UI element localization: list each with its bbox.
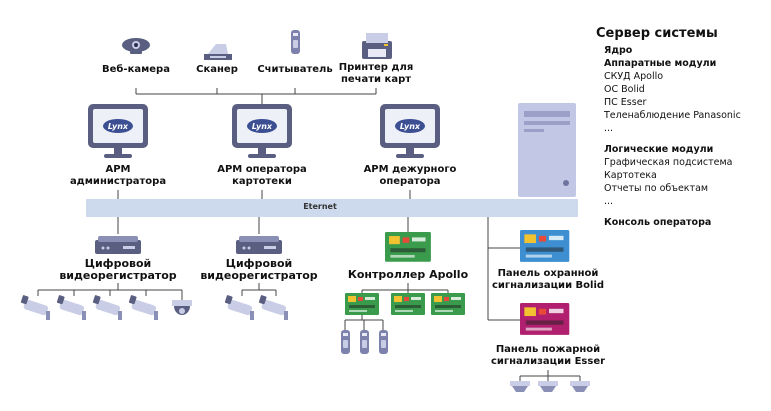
apollo-module-board-icon [345, 293, 379, 315]
fire-sensor-icon [538, 381, 558, 392]
printer-label-line1: Принтер для [338, 62, 414, 73]
dvr2-line2: видеорегистратор [200, 269, 318, 282]
printer-label: Принтер для печати карт [339, 62, 413, 86]
hw-module-item: ... [604, 123, 614, 134]
arm-card-label: АРМ оператора картотеки [217, 164, 307, 188]
logic-module-item: Отчеты по объектам [604, 183, 709, 194]
operator-console: Консоль оператора [604, 217, 712, 228]
monitor-admin-icon [88, 104, 148, 158]
apollo-reader-icon [341, 330, 350, 354]
logic-module-item: Графическая подсистема [604, 157, 733, 168]
dvr1-icon [95, 236, 141, 254]
arm-duty-line1: АРМ дежурного [363, 164, 457, 175]
ethernet-bus-label: Eternet [303, 202, 337, 211]
arm-card-line1: АРМ оператора [217, 164, 307, 175]
apollo-reader-icon [360, 330, 369, 354]
logic-modules-header: Логические модули [604, 144, 714, 155]
apollo-module-board-icon [431, 293, 465, 315]
dvr1-line1: Цифровой [84, 257, 152, 270]
bolid-line2: сигнализации Bolid [491, 280, 605, 291]
esser-line2: сигнализации Esser [490, 356, 606, 367]
dvr2-icon [236, 236, 282, 254]
server-title: Сервер системы [596, 26, 718, 41]
esser-label: Панель пожарной сигнализации Esser [491, 344, 605, 368]
arm-admin-label: АРМ администратора [70, 164, 166, 188]
server-core: Ядро [604, 45, 633, 56]
fire-sensor-icon [510, 381, 530, 392]
fire-sensor-icon [570, 381, 590, 392]
server-panel: Сервер системы Ядро Аппаратные модули СК… [596, 26, 768, 229]
logic-module-item: Картотека [604, 170, 657, 181]
apollo-controller-board-icon [385, 232, 431, 262]
esser-panel-board-icon [520, 303, 570, 335]
reader-label: Считыватель [257, 64, 333, 75]
server-tower-icon [518, 103, 576, 197]
bolid-panel-board-icon [520, 230, 570, 262]
arm-duty-label: АРМ дежурного оператора [364, 164, 457, 188]
apollo-reader-icon [379, 330, 388, 354]
hw-module-item: ОС Bolid [604, 84, 645, 95]
dvr2-line1: Цифровой [225, 257, 293, 270]
apollo-module-board-icon [391, 293, 425, 315]
bullet-camera-icon [92, 294, 122, 320]
webcam-label: Веб-камера [102, 64, 170, 75]
arm-card-line2: картотеки [232, 176, 292, 187]
ethernet-bus [86, 199, 578, 217]
card-reader-icon [291, 30, 300, 54]
hw-modules-header: Аппаратные модули [604, 58, 717, 69]
dvr2-label: Цифровой видеорегистратор [200, 258, 317, 282]
logic-module-item: ... [604, 196, 614, 207]
hw-module-item: Теленаблюдение Panasonic [604, 110, 741, 121]
bolid-label: Панель охранной сигнализации Bolid [492, 268, 604, 292]
bolid-line1: Панель охранной [497, 268, 599, 279]
bullet-camera-icon [128, 294, 158, 320]
bullet-camera-icon [224, 294, 254, 320]
printer-label-line2: печати карт [340, 74, 412, 85]
arm-admin-line1: АРМ [105, 164, 131, 175]
dome-camera-icon [172, 300, 192, 315]
apollo-label: Контроллер Apollo [347, 268, 469, 281]
dvr1-label: Цифровой видеорегистратор [59, 258, 176, 282]
bullet-camera-icon [20, 294, 50, 320]
esser-line1: Панель пожарной [495, 344, 601, 355]
monitor-duty-icon [380, 104, 440, 158]
webcam-icon [122, 38, 150, 54]
arm-duty-line2: оператора [379, 176, 441, 187]
bullet-camera-icon [56, 294, 86, 320]
hw-module-item: ПС Esser [604, 97, 647, 108]
hw-module-item: СКУД Apollo [604, 71, 664, 82]
bullet-camera-icon [258, 294, 288, 320]
scanner-icon [204, 44, 232, 60]
card-printer-icon [362, 33, 392, 59]
dvr1-line2: видеорегистратор [59, 269, 177, 282]
scanner-label: Сканер [196, 64, 238, 75]
monitor-card-icon [232, 104, 292, 158]
arm-admin-line2: администратора [69, 176, 167, 187]
